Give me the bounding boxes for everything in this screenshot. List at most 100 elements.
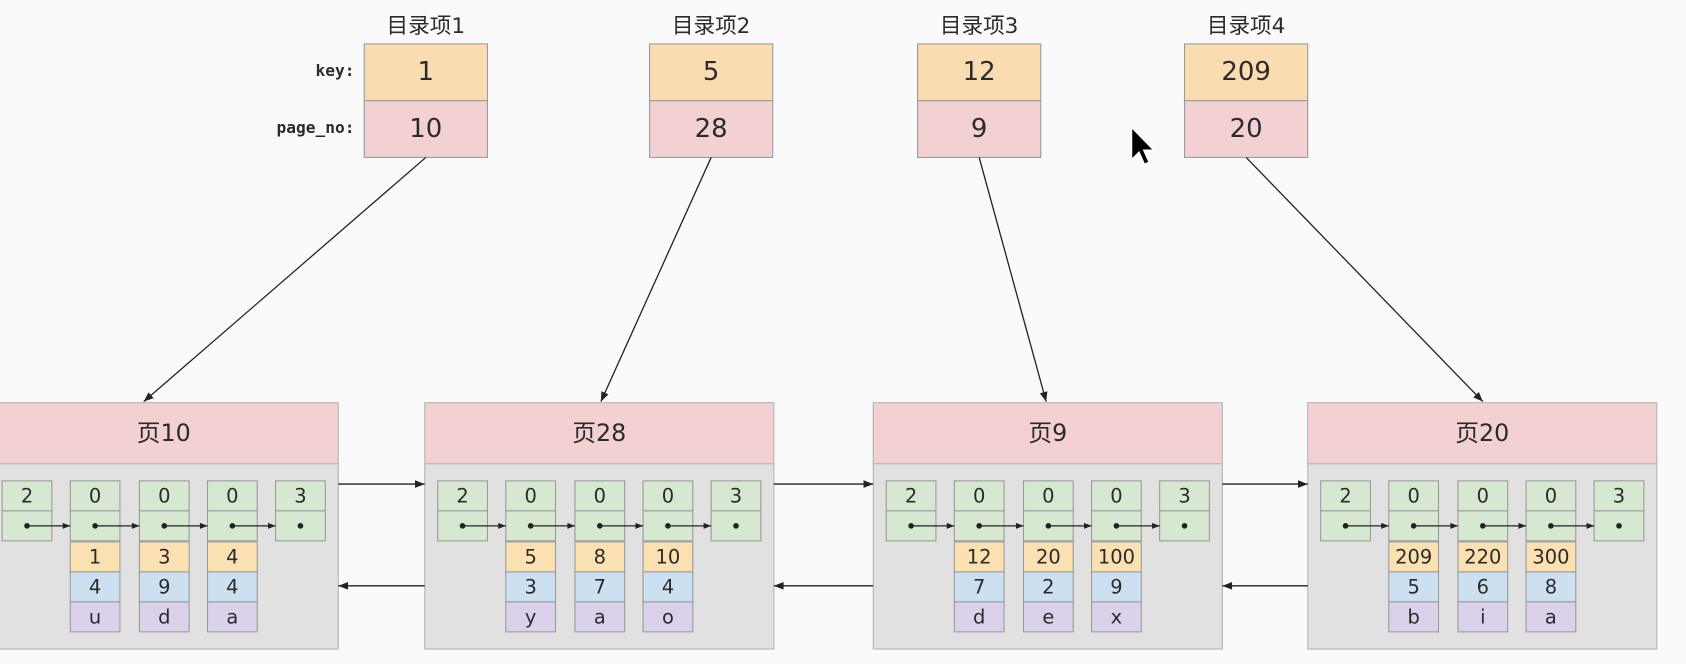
record-field-value: x	[1111, 605, 1123, 628]
record-field-value: i	[1480, 605, 1485, 628]
page-header	[0, 402, 339, 465]
record-top-value: 0	[1110, 484, 1122, 507]
page-title: 页10	[137, 419, 191, 447]
record-top-cell	[275, 480, 326, 512]
key-value: 12	[963, 57, 996, 87]
record-field-cell	[206, 541, 258, 573]
record-top-cell	[885, 480, 937, 512]
directory-pointer-arrow	[1245, 156, 1484, 403]
record-field-value: o	[662, 605, 674, 628]
record-field-value: 10	[656, 545, 681, 568]
record-field-value: 9	[1110, 575, 1122, 598]
record-field-value: 20	[1036, 545, 1061, 568]
record-field-value: 209	[1395, 545, 1432, 568]
pointer-dot	[92, 523, 98, 529]
pointer-dot	[1616, 523, 1622, 529]
key-label: key:	[315, 61, 354, 80]
record-field-cell	[1457, 541, 1509, 573]
record-field-cell	[1525, 571, 1577, 603]
record-field-value: 220	[1464, 545, 1501, 568]
record-field-cell	[206, 601, 258, 633]
record-field-cell	[1457, 571, 1509, 603]
record-field-cell	[138, 541, 190, 573]
pointer-dot	[733, 523, 739, 529]
record-field-cell	[574, 541, 626, 573]
directory-entry-title: 目录项2	[672, 14, 751, 39]
record-field-value: 300	[1532, 545, 1569, 568]
record-field-value: a	[1545, 605, 1557, 628]
record-field-cell	[1388, 601, 1440, 633]
record-top-value: 2	[1339, 484, 1351, 507]
record-field-value: 3	[524, 575, 536, 598]
record-field-value: 6	[1477, 575, 1489, 598]
record-top-value: 3	[294, 484, 306, 507]
record-field-cell	[1022, 541, 1074, 573]
record-field-cell	[1525, 541, 1577, 573]
record-top-value: 0	[524, 484, 536, 507]
record-field-cell	[642, 571, 694, 603]
key-value: 209	[1221, 57, 1271, 87]
record-top-value: 3	[1178, 484, 1190, 507]
record-top-value: 2	[456, 484, 468, 507]
record-top-cell	[505, 480, 557, 512]
page-no-cell	[649, 100, 774, 158]
record-top-value: 0	[158, 484, 170, 507]
record-top-cell	[1457, 480, 1509, 512]
page-header	[872, 402, 1223, 465]
record-field-value: 8	[594, 545, 606, 568]
page-header	[424, 402, 775, 465]
record-field-value: 4	[89, 575, 101, 598]
mouse-cursor-icon	[1130, 125, 1156, 166]
directory-entry-title: 目录项3	[940, 14, 1019, 39]
record-field-value: 4	[226, 545, 238, 568]
record-field-value: 5	[1407, 575, 1419, 598]
record-field-value: u	[89, 605, 101, 628]
record-top-value: 0	[1477, 484, 1489, 507]
record-top-value: 3	[730, 484, 742, 507]
record-field-cell	[505, 601, 557, 633]
key-cell	[649, 43, 774, 102]
pointer-dot	[665, 523, 671, 529]
record-field-value: 4	[226, 575, 238, 598]
record-field-cell	[505, 571, 557, 603]
record-field-cell	[1388, 541, 1440, 573]
pointer-dot	[161, 523, 168, 529]
record-field-value: d	[158, 605, 170, 628]
record-top-value: 0	[594, 484, 606, 507]
pointer-dot	[1410, 523, 1417, 529]
pointer-dot	[908, 523, 914, 529]
record-top-value: 0	[973, 484, 985, 507]
pointer-dot	[1045, 523, 1052, 529]
record-top-cell	[953, 480, 1005, 512]
page-no-value: 20	[1230, 114, 1263, 144]
page-title: 页20	[1455, 419, 1509, 447]
record-top-cell	[1388, 480, 1440, 512]
page-no-cell	[1183, 100, 1309, 158]
record-field-cell	[574, 571, 626, 603]
record-top-value: 0	[1545, 484, 1557, 507]
page-no-value: 10	[409, 114, 442, 144]
record-field-value: 5	[524, 545, 536, 568]
record-top-value: 2	[905, 484, 917, 507]
record-field-value: e	[1042, 605, 1054, 628]
record-top-cell	[574, 480, 626, 512]
record-field-cell	[953, 571, 1005, 603]
record-top-value: 0	[662, 484, 674, 507]
directory-pointer-arrow	[600, 157, 712, 402]
pointer-dot	[527, 523, 534, 529]
record-field-value: 3	[158, 545, 170, 568]
page-title: 页28	[572, 419, 626, 447]
record-field-cell	[1525, 601, 1577, 633]
pointer-dot	[1548, 523, 1554, 529]
pointer-dot	[1480, 523, 1486, 529]
record-field-cell	[1022, 571, 1074, 603]
record-field-value: 7	[594, 575, 606, 598]
record-field-cell	[69, 601, 121, 633]
pointer-dot	[976, 523, 982, 529]
record-field-value: 7	[973, 575, 985, 598]
record-field-value: b	[1407, 605, 1419, 628]
